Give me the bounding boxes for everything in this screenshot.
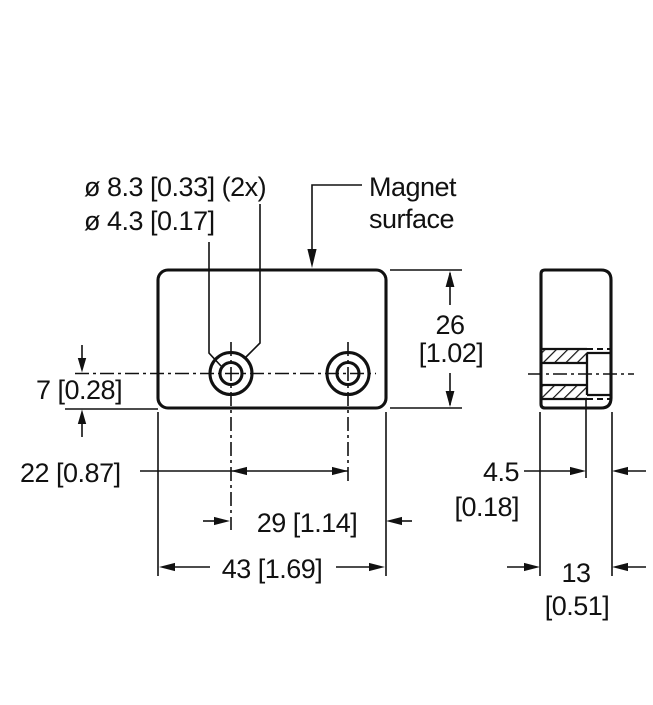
hole-outer-diameter-label: ø 8.3 [0.33] (2x) bbox=[84, 172, 266, 202]
dim-cbore-depth: 4.5 [0.18] bbox=[454, 398, 646, 522]
dim-cbore-depth-mm: 4.5 bbox=[483, 457, 519, 487]
diameter-callouts: ø 8.3 [0.33] (2x) ø 4.3 [0.17] bbox=[84, 172, 267, 367]
left-hole-bore-circle bbox=[218, 360, 244, 387]
magnet-surface-label-line2: surface bbox=[369, 204, 454, 234]
dim-overall-width-label: 43 [1.69] bbox=[222, 554, 323, 584]
dim-bottom-offset: 7 [0.28] bbox=[36, 345, 158, 437]
left-hole-counterbore-circle bbox=[208, 350, 254, 397]
dim-hole-spacing-arrow-left bbox=[231, 466, 247, 476]
magnet-surface-leader bbox=[311, 184, 362, 250]
dim-hole-to-edge: 29 [1.14] bbox=[203, 508, 412, 538]
leader-outer-diameter bbox=[245, 204, 261, 358]
magnet-surface-label-line1: Magnet bbox=[369, 172, 457, 202]
dim-thickness-arrow-left bbox=[612, 562, 628, 572]
front-view bbox=[75, 268, 388, 530]
dim-hole-to-edge-label: 29 [1.14] bbox=[257, 508, 358, 538]
dim-thickness-arrow-right bbox=[524, 562, 540, 572]
dim-width-arrow-left bbox=[159, 562, 175, 572]
side-view-outline bbox=[539, 268, 613, 410]
right-hole-bore-circle bbox=[335, 360, 361, 387]
dim-offset-arrow-down bbox=[77, 358, 87, 373]
dim-height: 26 [1.02] bbox=[390, 269, 484, 409]
hatch-band-bottom bbox=[541, 385, 587, 399]
dim-thickness: 13 [0.51] bbox=[507, 412, 646, 621]
dim-29-arrow-left bbox=[386, 516, 402, 526]
dim-thickness-mm: 13 bbox=[561, 558, 590, 588]
dim-hole-spacing: 22 [0.87] bbox=[20, 458, 348, 488]
side-view bbox=[528, 268, 634, 410]
leader-inner-diameter bbox=[208, 242, 222, 367]
magnet-surface-callout: Magnet surface bbox=[307, 172, 458, 268]
dim-cbore-depth-in: [0.18] bbox=[454, 492, 519, 522]
dim-hole-spacing-arrow-right bbox=[332, 466, 348, 476]
hole-inner-diameter-label: ø 4.3 [0.17] bbox=[84, 206, 215, 236]
dim-29-arrow-right bbox=[214, 516, 230, 526]
hatch-band-top bbox=[541, 349, 587, 363]
dim-width-arrow-right bbox=[369, 562, 385, 572]
dim-thickness-in: [0.51] bbox=[545, 591, 610, 621]
front-view-outline bbox=[156, 268, 388, 410]
right-hole-counterbore-circle bbox=[325, 350, 371, 397]
dim-height-arrow-down bbox=[445, 391, 455, 407]
dim-height-in: [1.02] bbox=[419, 338, 484, 368]
dim-overall-width: 43 [1.69] bbox=[157, 412, 387, 584]
dim-cbore-arrow-left bbox=[612, 466, 628, 476]
dim-height-mm: 26 bbox=[435, 310, 464, 340]
dim-hole-spacing-label: 22 [0.87] bbox=[20, 458, 121, 488]
dim-offset-arrow-up bbox=[77, 409, 87, 424]
dim-bottom-offset-label: 7 [0.28] bbox=[36, 375, 122, 405]
dim-height-arrow-up bbox=[445, 271, 455, 287]
magnet-surface-arrowhead bbox=[307, 249, 317, 268]
dim-cbore-arrow-right bbox=[570, 466, 586, 476]
